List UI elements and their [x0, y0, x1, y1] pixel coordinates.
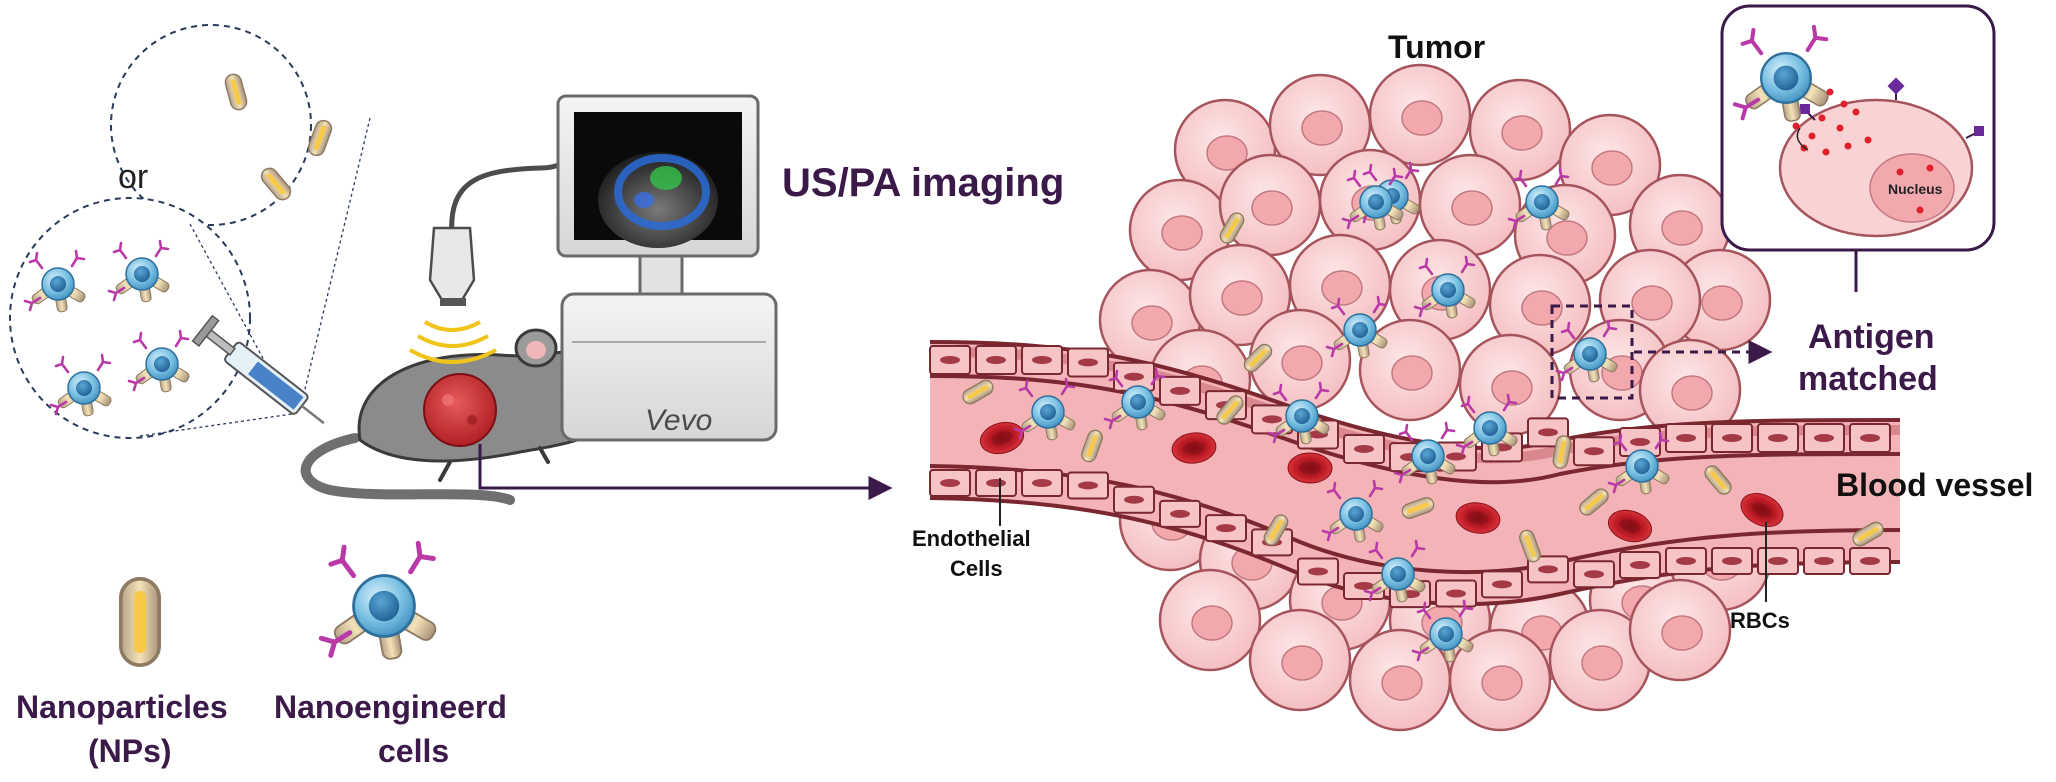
syringe-icon: [191, 314, 325, 425]
endothelial-cell-nucleus: [1262, 415, 1282, 424]
tumor-label: Tumor: [1388, 29, 1485, 65]
endothelial-cell-nucleus: [940, 356, 960, 364]
endothelial-cell-nucleus: [1538, 565, 1558, 574]
endothelial-cell-nucleus: [1124, 372, 1144, 381]
endothelial-cell-nucleus: [1860, 434, 1880, 442]
endothelial-cell-nucleus: [1814, 434, 1834, 442]
antigen-inset: [1720, 4, 1996, 292]
endothelial-cell-nucleus: [1860, 557, 1880, 565]
endothelial-cell-nucleus: [1124, 495, 1144, 504]
endothelial-label-line1: Endothelial: [912, 526, 1031, 551]
endothelial-cell-nucleus: [1492, 580, 1512, 589]
blood-vessel: [929, 340, 1901, 609]
endothelial-cell-nucleus: [1078, 481, 1098, 490]
endothelial-cell-nucleus: [1630, 561, 1650, 569]
endothelial-cell-nucleus: [1354, 581, 1374, 590]
endothelial-cell-nucleus: [1584, 570, 1604, 579]
ultrasound-probe-icon: [409, 149, 575, 364]
legend-cell-label-line2: cells: [378, 733, 449, 769]
np-sample-circle: [110, 24, 335, 226]
nucleus-label: Nucleus: [1888, 181, 1943, 197]
endothelial-cell-nucleus: [1170, 386, 1190, 395]
endothelial-cell-nucleus: [1538, 428, 1558, 437]
legend-nanoparticle-icon: [119, 576, 161, 668]
rbcs-label: RBCs: [1730, 608, 1790, 633]
endothelial-cell-nucleus: [1446, 589, 1466, 598]
tumor-cell: [1158, 568, 1262, 672]
cell-sample-circle: [9, 197, 251, 439]
tumor-cell: [1248, 608, 1352, 712]
mouse-icon: [300, 328, 627, 505]
endothelial-cell-nucleus: [940, 479, 960, 487]
endothelial-cell-nucleus: [986, 356, 1006, 364]
tumor-cell: [1628, 578, 1732, 682]
endothelial-cell-nucleus: [1308, 567, 1328, 576]
tumor-cell: [1218, 153, 1322, 257]
antigen-label-line1: Antigen: [1808, 318, 1935, 356]
endothelial-cell-nucleus: [1722, 434, 1742, 442]
blood-vessel-label: Blood vessel: [1836, 467, 2033, 503]
highlight-box: [1550, 304, 1634, 400]
tumor-cell: [1368, 63, 1472, 167]
endothelial-cell-nucleus: [1676, 434, 1696, 442]
endothelial-cell-nucleus: [1032, 356, 1052, 364]
endothelial-label-line2: Cells: [950, 556, 1003, 581]
endothelial-cell-nucleus: [1722, 557, 1742, 565]
endothelial-cell-nucleus: [1676, 557, 1696, 565]
legend-cell-label-line1: Nanoengineerd: [274, 689, 507, 725]
vevo-label: Vevo: [645, 404, 712, 437]
endothelial-cell-nucleus: [1216, 524, 1236, 533]
endothelial-cell-nucleus: [1768, 434, 1788, 442]
antigen-label-line2: matched: [1798, 360, 1938, 398]
endothelial-cell-nucleus: [1032, 479, 1052, 487]
legend-np-label-line2: (NPs): [88, 733, 172, 769]
endothelial-cell-nucleus: [1354, 444, 1374, 453]
monitor-icon: [556, 94, 778, 442]
endothelial-cell-nucleus: [1170, 509, 1190, 518]
endothelial-cell-nucleus: [1768, 557, 1788, 565]
legend-cell-icon: [321, 543, 438, 660]
endothelial-cell-nucleus: [1584, 447, 1604, 456]
legend-np-label-line1: Nanoparticles: [16, 689, 228, 725]
mouse-to-vessel-arrow: [478, 444, 893, 500]
or-label: or: [118, 158, 148, 196]
us-pa-imaging-label: US/PA imaging: [782, 161, 1064, 205]
endothelial-cell-nucleus: [986, 479, 1006, 487]
red-blood-cell: [1287, 452, 1333, 484]
endothelial-cell-nucleus: [1630, 438, 1650, 446]
endothelial-cell-nucleus: [1078, 358, 1098, 367]
endothelial-cell-nucleus: [1814, 557, 1834, 565]
